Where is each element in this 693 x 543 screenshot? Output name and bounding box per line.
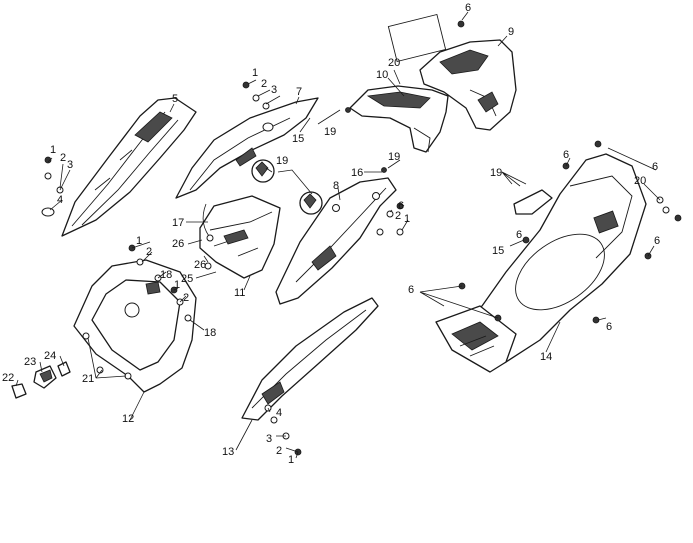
callout-19: 19: [324, 126, 336, 138]
callout-2: 2: [146, 246, 152, 258]
callout-17: 17: [172, 217, 184, 229]
callout-3: 3: [266, 433, 272, 445]
callout-4: 4: [276, 407, 282, 419]
callout-3: 3: [271, 84, 277, 96]
callout-1: 1: [174, 279, 180, 291]
callout-1: 1: [288, 454, 294, 466]
callout-21: 21: [82, 373, 94, 385]
callout-20: 20: [388, 57, 400, 69]
callout-2: 2: [276, 445, 282, 457]
callout-1: 1: [404, 213, 410, 225]
part-19-grommet-center: [299, 191, 323, 215]
part-15-bracket-right: [513, 189, 553, 215]
part-9-tail-top: [387, 13, 517, 131]
callout-6: 6: [652, 161, 658, 173]
callout-19: 19: [490, 167, 502, 179]
part-10-bracket: [349, 85, 449, 153]
callout-6: 6: [654, 235, 660, 247]
part-24-clip: [57, 361, 71, 377]
part-5-side-cover: [61, 97, 197, 237]
callout-6: 6: [465, 2, 471, 14]
callout-19: 19: [276, 155, 288, 167]
callout-24: 24: [44, 350, 56, 362]
callout-6: 6: [516, 229, 522, 241]
callout-2: 2: [395, 210, 401, 222]
callout-11: 11: [234, 287, 245, 299]
callout-6: 6: [408, 284, 414, 296]
part-13-lower-rail: [241, 297, 379, 421]
callout-26: 26: [194, 259, 206, 271]
callout-20: 20: [634, 175, 646, 187]
part-7-upper-panel: [175, 97, 319, 199]
callout-6: 6: [606, 321, 612, 333]
callout-2: 2: [183, 292, 189, 304]
part-23-reflector: [33, 365, 57, 389]
callout-22: 22: [2, 372, 14, 384]
callout-labels: 1 2 3 4 5 1 2 3 7 15 19 20 10 6 9 19 16 …: [2, 2, 660, 466]
callout-9: 9: [508, 26, 514, 38]
part-14-rear-fender: [435, 153, 647, 373]
callout-2: 2: [261, 78, 267, 90]
part-12-license-frame: [73, 259, 197, 393]
part-8-center-tray: [275, 177, 397, 305]
callout-4: 4: [57, 194, 63, 206]
callout-1: 1: [136, 235, 142, 247]
callout-7: 7: [296, 86, 302, 98]
callout-3: 3: [67, 159, 73, 171]
callout-8: 8: [333, 180, 339, 192]
leader-lines: [15, 11, 661, 459]
callout-2: 2: [60, 152, 66, 164]
callout-16: 16: [351, 167, 363, 179]
callout-1: 1: [50, 144, 56, 156]
callout-1: 1: [252, 67, 258, 79]
part-22-cap: [11, 383, 27, 399]
part-11-tool-box: [199, 195, 281, 279]
callout-15: 15: [492, 245, 504, 257]
callout-14: 14: [540, 351, 552, 363]
part-19-grommet-left: [251, 159, 275, 183]
callout-13: 13: [222, 446, 234, 458]
callout-6: 6: [398, 200, 404, 212]
callout-15: 15: [292, 133, 304, 145]
callout-19: 19: [388, 151, 400, 163]
callout-10: 10: [376, 69, 388, 81]
callout-18: 18: [160, 269, 172, 281]
callout-26: 26: [172, 238, 184, 250]
callout-18: 18: [204, 327, 216, 339]
callout-6: 6: [563, 149, 569, 161]
callout-25: 25: [181, 273, 193, 285]
callout-12: 12: [122, 413, 134, 425]
callout-5: 5: [172, 93, 178, 105]
callout-23: 23: [24, 356, 36, 368]
